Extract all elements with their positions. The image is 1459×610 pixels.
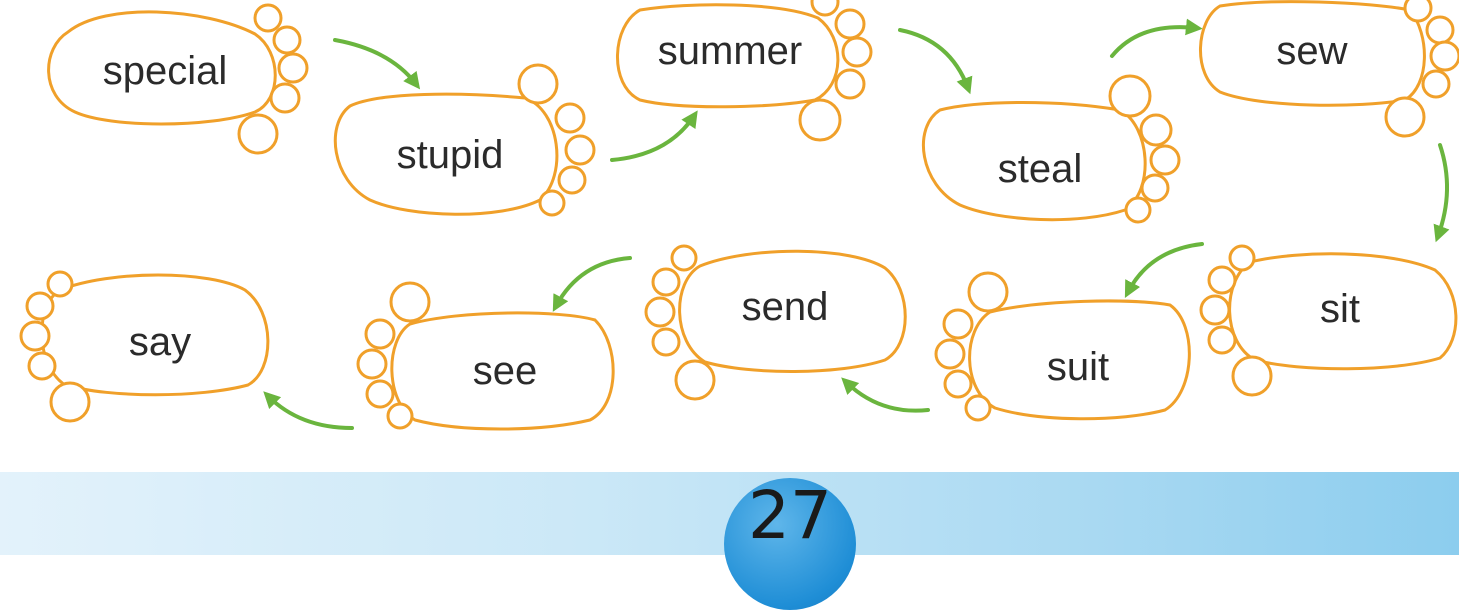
arrow-icon [610, 110, 698, 162]
arrow-icon [263, 391, 354, 430]
footprint-word: steal [998, 147, 1083, 191]
footprint-word: suit [1047, 345, 1109, 389]
arrow-icon [552, 256, 632, 312]
footprint: sit [1199, 244, 1458, 397]
footprint-word: summer [658, 29, 802, 73]
footprint: send [644, 244, 907, 401]
footprint: steal [921, 74, 1181, 224]
arrow-icon [898, 28, 973, 95]
footprint: summer [616, 0, 873, 142]
footprint: special [47, 3, 309, 155]
footprint-word: sit [1320, 287, 1360, 331]
footprint: sew [1199, 0, 1459, 138]
arrow-icon [333, 38, 421, 90]
footprint-word: stupid [397, 133, 504, 177]
footprint-word: special [103, 49, 228, 93]
arrow-icon [841, 377, 930, 413]
footprint: say [19, 270, 270, 423]
footprint: stupid [333, 63, 596, 217]
arrow-icon [1433, 143, 1450, 243]
footprint-word: send [742, 285, 829, 329]
page-number: 27 [748, 477, 832, 554]
footprint-word: see [473, 349, 538, 393]
footprint-word: say [129, 320, 191, 364]
footprint: see [356, 281, 615, 431]
arrow-icon [1124, 242, 1204, 298]
arrow-icon [1110, 18, 1203, 58]
footprint-trail: special stupid summer steal [19, 0, 1459, 431]
footprint: suit [934, 271, 1191, 422]
footprint-word: sew [1276, 29, 1347, 73]
